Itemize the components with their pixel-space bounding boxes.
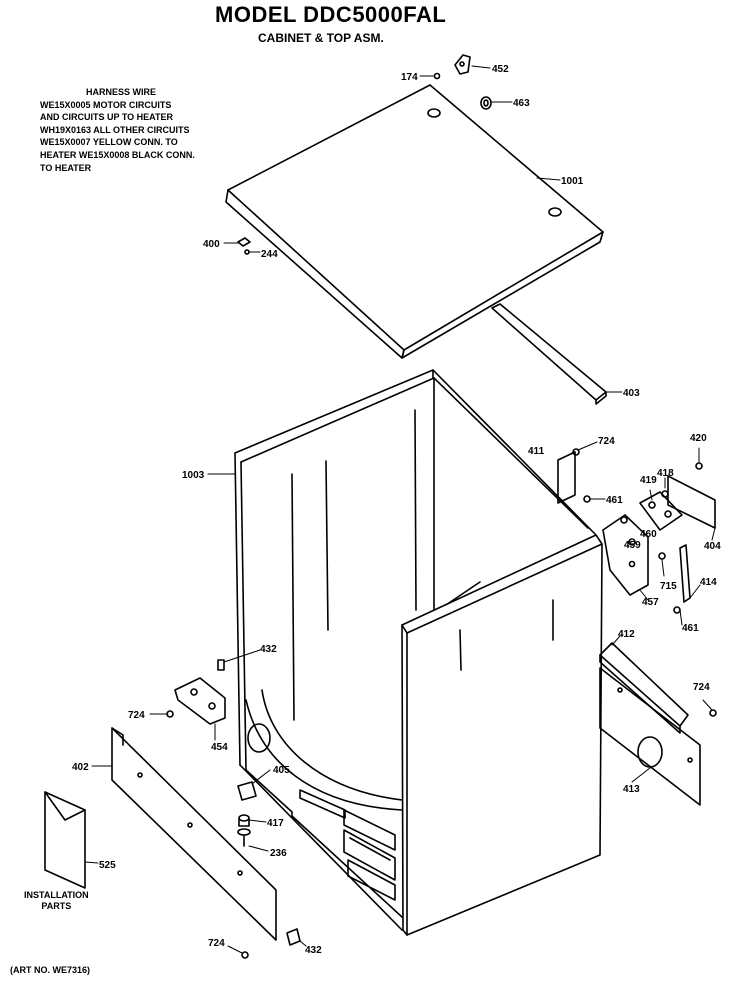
screw-461b xyxy=(673,606,681,614)
foot-417 xyxy=(238,814,250,827)
screw-724b xyxy=(709,709,717,717)
part-label: 724 xyxy=(693,682,710,693)
part-label: 459 xyxy=(624,540,641,551)
part-label: 403 xyxy=(623,388,640,399)
diagram-subtitle: CABINET & TOP ASM. xyxy=(258,31,384,45)
toe-panel-402 xyxy=(111,727,277,941)
hinge-454 xyxy=(174,677,226,725)
part-label: 460 xyxy=(640,529,657,540)
cabinet-1003 xyxy=(234,369,603,936)
panel-413 xyxy=(599,667,701,806)
clip-400 xyxy=(237,237,251,255)
leveling-leg-236 xyxy=(237,828,251,847)
harness-wire-note: HARNESS WIRE WE15X0005 MOTOR CIRCUITS AN… xyxy=(40,86,195,174)
harness-note-line: HEATER WE15X0008 BLACK CONN. xyxy=(40,149,195,160)
part-label: 461 xyxy=(682,623,699,634)
harness-wire-heading: HARNESS WIRE xyxy=(86,87,157,97)
part-label: 405 xyxy=(273,765,290,776)
part-label: 420 xyxy=(690,433,707,444)
bumper-463 xyxy=(480,96,492,110)
part-label: 412 xyxy=(618,629,635,640)
part-label: 525 xyxy=(99,860,116,871)
bracket-411 xyxy=(557,451,576,504)
part-label: 402 xyxy=(72,762,89,773)
part-label: 411 xyxy=(528,446,545,457)
part-label: 1003 xyxy=(182,470,205,481)
harness-note-line: AND CIRCUITS UP TO HEATER xyxy=(40,112,174,123)
part-label: 404 xyxy=(704,541,721,552)
installation-parts-525 xyxy=(44,791,86,889)
clip-432 xyxy=(217,659,225,671)
part-label: 417 xyxy=(267,818,284,829)
part-label: 432 xyxy=(260,644,277,655)
part-label: 418 xyxy=(657,468,674,479)
part-label: 432 xyxy=(305,945,322,956)
part-label: 452 xyxy=(492,64,509,75)
harness-note-line: TO HEATER xyxy=(40,162,92,173)
screw-724 xyxy=(572,448,580,456)
screw-715 xyxy=(658,552,666,560)
part-label: 174 xyxy=(401,72,418,83)
clip-405 xyxy=(237,781,257,801)
harness-note-line: WH19X0163 ALL OTHER CIRCUITS xyxy=(40,124,190,135)
part-label: 463 xyxy=(513,98,530,109)
harness-note-line: WE15X0007 YELLOW CONN. TO xyxy=(40,137,178,148)
rail-412 xyxy=(599,642,689,734)
part-label: 715 xyxy=(660,581,677,592)
bracket-457 xyxy=(602,514,649,596)
part-label: 724 xyxy=(598,436,615,447)
part-label: 724 xyxy=(208,938,225,949)
hinge-bracket-452 xyxy=(454,54,471,75)
terminal-block-419 xyxy=(639,490,683,531)
strip-414 xyxy=(679,544,691,603)
part-label: 400 xyxy=(203,239,220,250)
part-label: 244 xyxy=(261,249,278,260)
screw-174 xyxy=(433,72,441,80)
part-label: 236 xyxy=(270,848,287,859)
screw-724d xyxy=(241,951,249,959)
part-label: 414 xyxy=(700,577,717,588)
diagram-title: MODEL DDC5000FAL xyxy=(215,2,447,27)
part-label: 419 xyxy=(640,475,657,486)
clip-432b xyxy=(286,928,301,946)
art-number: (ART NO. WE7316) xyxy=(10,965,91,975)
installation-parts-label: INSTALLATION PARTS xyxy=(24,890,89,911)
screw-461 xyxy=(583,495,591,503)
leader-lines xyxy=(84,65,716,954)
harness-note-line: WE15X0005 MOTOR CIRCUITS xyxy=(40,99,172,110)
part-label: 1001 xyxy=(561,176,584,187)
part-label: 457 xyxy=(642,597,659,608)
part-label: 461 xyxy=(606,495,623,506)
part-label: 454 xyxy=(211,742,228,753)
top-panel-1001 xyxy=(225,84,604,359)
part-label: 413 xyxy=(623,784,640,795)
bracket-403 xyxy=(491,303,607,405)
screw-420 xyxy=(695,462,703,470)
part-label: 724 xyxy=(128,710,145,721)
